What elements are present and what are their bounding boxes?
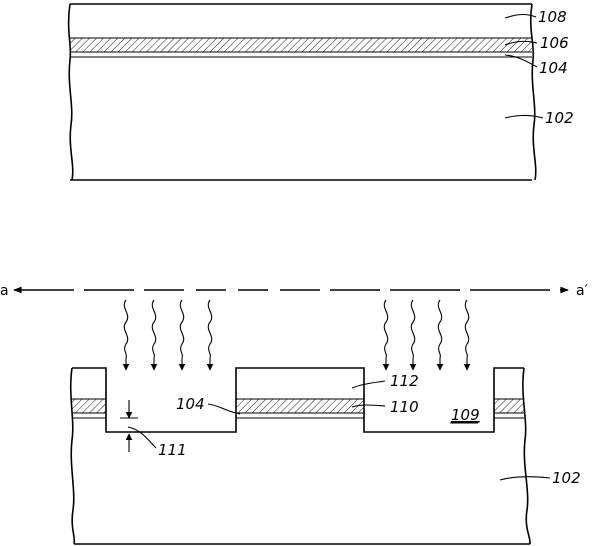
figure-b: a a′ (0, 283, 588, 545)
axis-a-a-prime: a a′ (0, 283, 588, 299)
axis-label-a: a (0, 283, 9, 299)
label-112: 112 (390, 372, 419, 390)
radiation-arrows (122, 299, 471, 371)
wavy-arrow-icon (382, 299, 390, 371)
wavy-arrow-icon (122, 299, 130, 371)
wavy-arrow-icon (206, 299, 214, 371)
label-110: 110 (390, 398, 419, 416)
depth-indicator (120, 400, 138, 452)
right-break-line-b (522, 367, 531, 545)
figure-a: 108 106 104 102 (67, 3, 574, 181)
hatched-layer-110-right (494, 399, 524, 413)
wavy-arrow-icon (178, 299, 186, 371)
left-break-line (67, 3, 74, 181)
label-102-top: 102 (545, 109, 574, 127)
label-102-bottom: 102 (552, 469, 581, 487)
label-104-top: 104 (539, 59, 568, 77)
label-109: 109 (451, 406, 480, 424)
label-111: 111 (158, 441, 187, 459)
hatched-layer-106 (70, 38, 532, 52)
label-108: 108 (538, 8, 567, 26)
right-break-line (529, 3, 537, 181)
wavy-arrow-icon (463, 299, 471, 371)
wavy-arrow-icon (409, 299, 417, 371)
axis-label-a-prime: a′ (576, 283, 588, 299)
wavy-arrow-icon (150, 299, 158, 371)
hatched-layer-110-left (72, 399, 106, 413)
left-break-line-b (69, 367, 76, 545)
hatched-layer-110-center (236, 399, 364, 413)
structure-outline (72, 367, 524, 433)
label-106: 106 (540, 34, 569, 52)
label-104-bottom: 104 (176, 395, 205, 413)
wavy-arrow-icon (436, 299, 444, 371)
